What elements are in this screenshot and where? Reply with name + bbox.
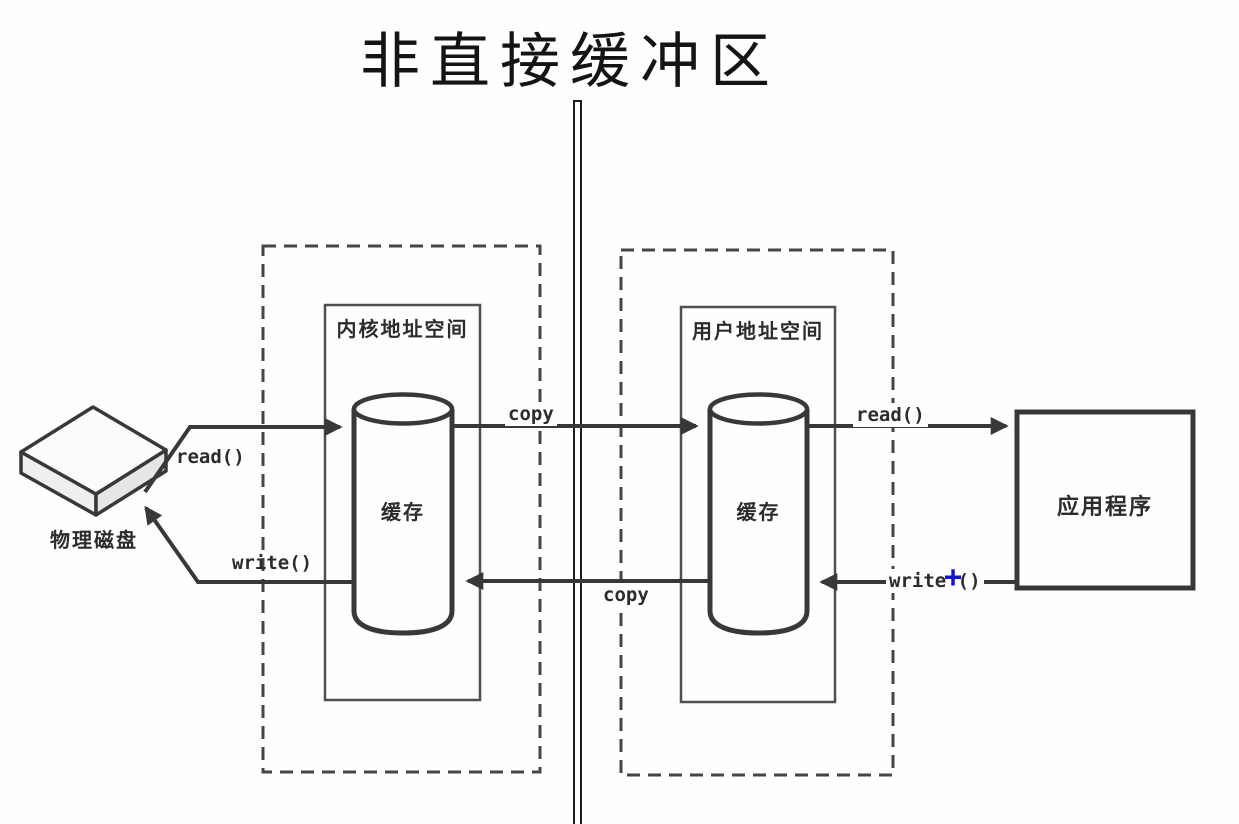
section-divider-line: [573, 100, 582, 824]
crosshair-cursor-icon: +: [944, 560, 963, 595]
user-cache-cylinder-icon: [707, 392, 810, 636]
physical-disk-icon: [19, 405, 168, 517]
user-space-dashed-box: [619, 248, 895, 777]
diagram-title: 非直接缓冲区: [360, 29, 780, 95]
kernel-cache-cylinder-icon: [351, 392, 455, 636]
copy-read-label: copy: [505, 402, 557, 426]
application-label: 应用程序: [1056, 494, 1153, 519]
read-disk-label: read(): [176, 446, 245, 468]
user-cache-label: 缓存: [736, 502, 781, 524]
write-disk-arrow: [144, 505, 354, 584]
write-disk-label: write(): [232, 552, 313, 574]
physical-disk-label: 物理磁盘: [50, 530, 138, 552]
read-app-label: read(): [853, 403, 928, 427]
kernel-space-dashed-box: [261, 244, 542, 774]
read-disk-arrow: [143, 418, 343, 494]
write-app-label: write (): [886, 569, 984, 593]
kernel-cache-label: 缓存: [381, 502, 425, 524]
user-space-label: 用户地址空间: [692, 321, 824, 343]
application-box: [1014, 409, 1196, 591]
copy-write-label: copy: [600, 583, 652, 607]
kernel-space-label: 内核地址空间: [336, 319, 469, 341]
